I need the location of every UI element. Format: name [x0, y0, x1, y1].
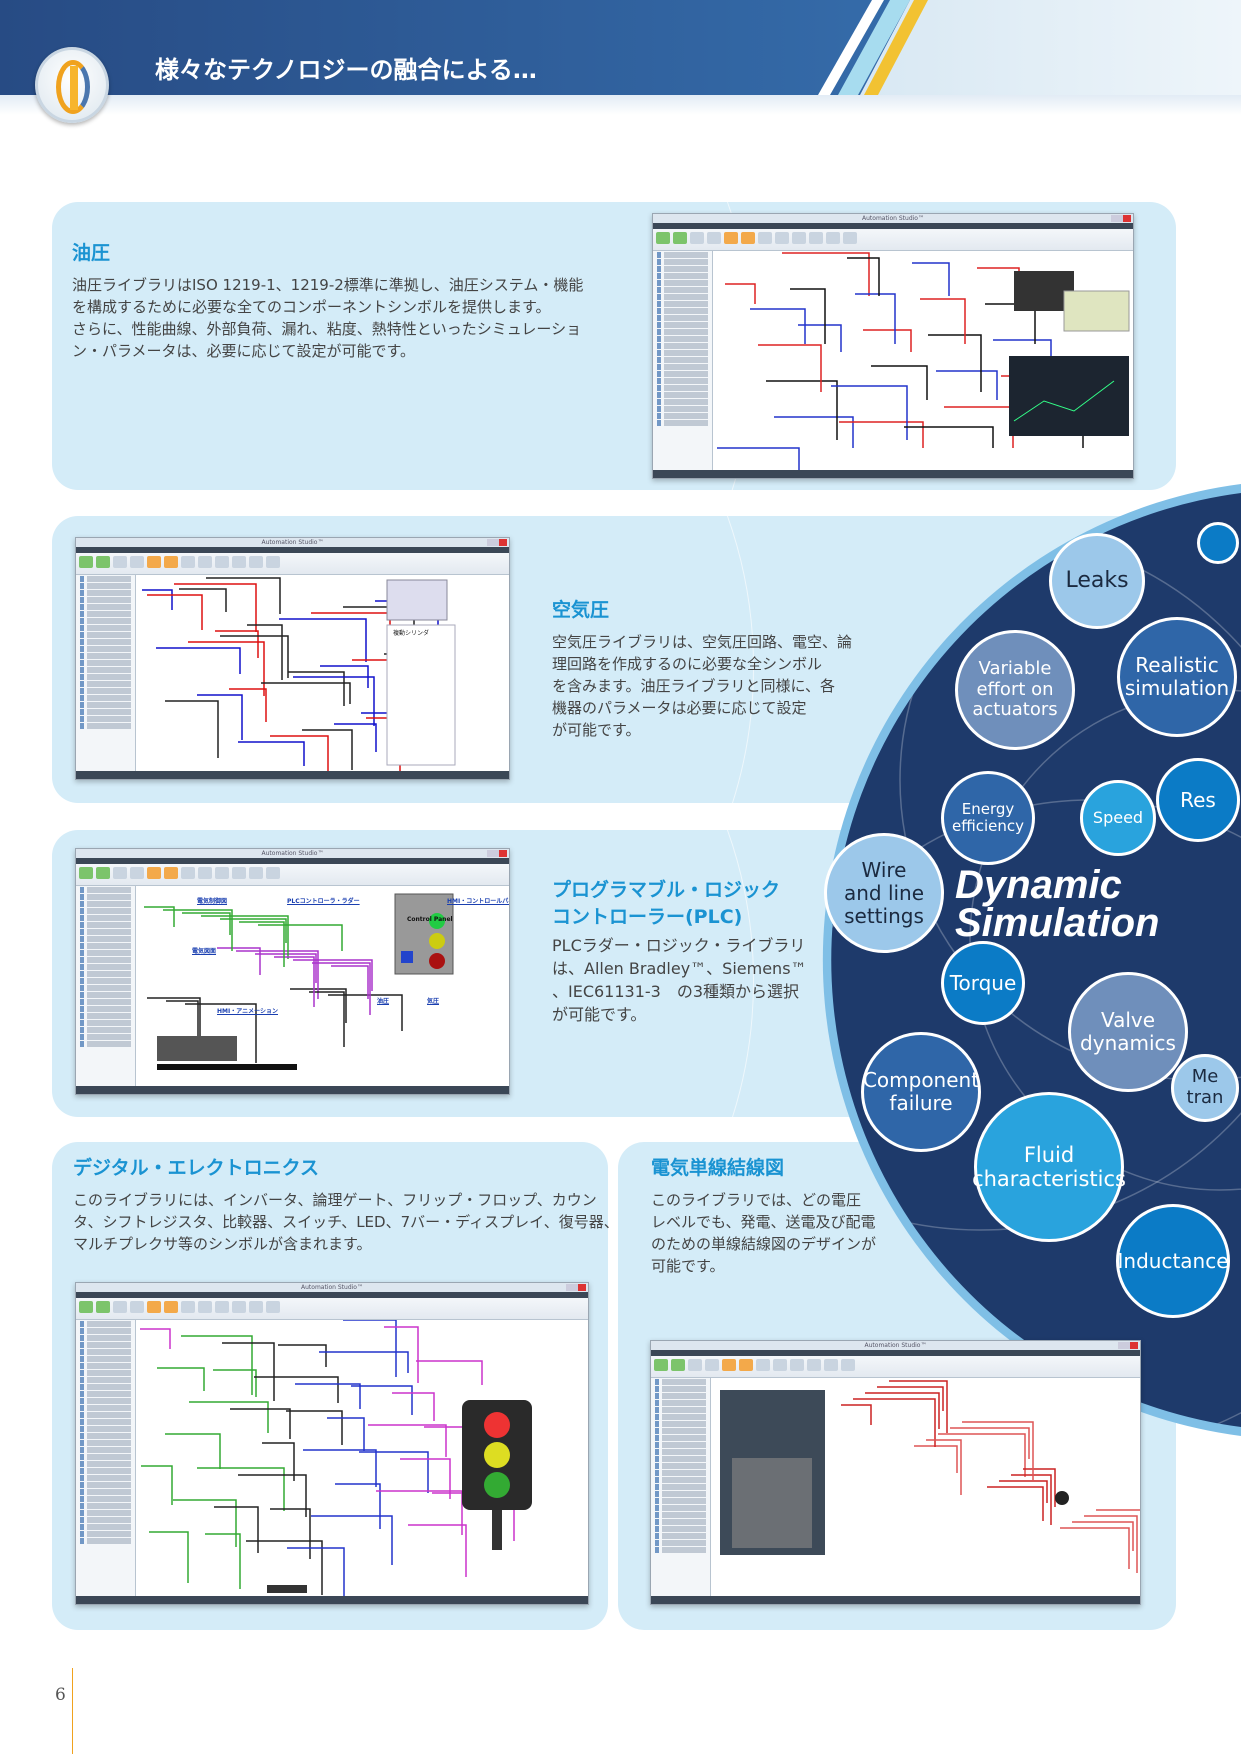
section-heading: 空気圧: [552, 599, 610, 621]
bubble-partial: [1197, 522, 1239, 564]
diagram-label: 油圧: [377, 998, 390, 1005]
single-line-screenshot: Automation Studio™: [650, 1340, 1141, 1605]
dynamic-simulation-title: Dynamic Simulation: [955, 863, 1160, 945]
page-divider: [72, 1668, 73, 1754]
section-body: 空気圧ライブラリは、空気圧回路、電空、論理回路を作成するのに必要な全シンボルを含…: [552, 633, 853, 739]
section-heading: 電気単線結線図: [651, 1157, 785, 1179]
status-bar: [651, 1596, 1140, 1604]
status-bar: [76, 1596, 588, 1604]
page-header: [0, 0, 1241, 95]
section-heading: プログラマブル・ロジックコントローラー(PLC): [552, 879, 781, 928]
status-bar: [76, 1086, 509, 1094]
bubble-fluid-characteristics: Fluid characteristics: [972, 1092, 1126, 1242]
plc-screenshot: Automation Studio™ 電気制御図 PLCコントローラ・ラダー HMI・…: [75, 848, 510, 1095]
diagram-label: 電気図面: [192, 948, 217, 955]
section-body: このライブラリでは、どの電圧レベルでも、発電、送電及び配電のための単線結線図のデ…: [651, 1191, 877, 1275]
menu-bar: [651, 1350, 1140, 1356]
diagram-label: PLCコントローラ・ラダー: [287, 898, 360, 905]
page-title: 様々なテクノロジーの融合による…: [155, 56, 537, 84]
window-titlebar: Automation Studio™: [76, 1283, 588, 1292]
schematic-canvas: [140, 1320, 532, 1596]
ribbon-toolbar: [76, 1298, 588, 1320]
menu-bar: [76, 858, 509, 864]
bubble-inductance: Inductance: [1116, 1204, 1230, 1318]
library-panel: [653, 251, 713, 470]
bubble-valve-dynamics: Valve dynamics: [1068, 972, 1188, 1092]
bubble-torque: Torque: [941, 941, 1025, 1025]
window-titlebar: Automation Studio™: [651, 1341, 1140, 1350]
hydraulic-screenshot: Automation Studio™: [652, 213, 1134, 479]
schematic-canvas: 複動シリンダ: [142, 577, 456, 771]
section-heading: 油圧: [72, 242, 111, 264]
bubble-me-tran: Me tran: [1171, 1054, 1239, 1122]
schematic-canvas: [720, 1380, 1140, 1573]
menu-bar: [76, 547, 509, 553]
bubble-leaks: Leaks: [1049, 533, 1145, 629]
bubble-component-failure: Component failure: [861, 1032, 981, 1152]
panel-heading: 複動シリンダ: [393, 629, 429, 637]
bubble-variable-effort-on-actuators: Variable effort on actuators: [955, 630, 1075, 750]
section-heading: デジタル・エレクトロニクス: [73, 1157, 320, 1179]
window-titlebar: Automation Studio™: [76, 538, 509, 547]
diagram-label: HMI・アニメーション: [217, 1008, 278, 1015]
ribbon-toolbar: [653, 229, 1133, 251]
window-titlebar: Automation Studio™: [653, 214, 1133, 223]
pneumatic-screenshot: Automation Studio™ 複動シリンダ: [75, 537, 510, 780]
diagram-label: Control Panel: [407, 916, 453, 923]
ribbon-toolbar: [651, 1356, 1140, 1378]
ribbon-toolbar: [76, 864, 509, 886]
section-body: 油圧ライブラリはISO 1219-1、1219-2標準に準拠し、油圧システム・機…: [72, 276, 584, 360]
bubble-realistic-simulation: Realistic simulation: [1117, 617, 1237, 737]
logo-icon: [35, 47, 109, 123]
diagram-label: HMI・コントロールパネル: [447, 898, 509, 905]
schematic-canvas: [144, 893, 454, 1070]
window-titlebar: Automation Studio™: [76, 849, 509, 858]
ribbon-toolbar: [76, 553, 509, 575]
library-panel: [76, 575, 136, 771]
digital-screenshot: Automation Studio™: [75, 1282, 589, 1605]
section-body: このライブラリには、インバータ、論理ゲート、フリップ・フロップ、カウンタ、シフト…: [73, 1191, 619, 1253]
library-panel: [76, 886, 136, 1086]
library-panel: [651, 1378, 711, 1596]
bubble-energy-efficiency: Energy efficiency: [941, 771, 1035, 865]
section-body: PLCラダー・ロジック・ライブラリは、Allen Bradley™、Siemen…: [552, 936, 807, 1024]
schematic-canvas: [717, 252, 1130, 470]
library-panel: [76, 1320, 136, 1596]
menu-bar: [76, 1292, 588, 1298]
bubble-wire-and-line-settings: Wire and line settings: [824, 833, 944, 953]
bubble-res: Res: [1156, 758, 1240, 842]
bubble-speed: Speed: [1080, 780, 1156, 856]
diagram-label: 電気制御図: [197, 898, 228, 905]
status-bar: [76, 771, 509, 779]
diagram-label: 気圧: [427, 998, 440, 1005]
status-bar: [653, 470, 1133, 478]
page-number: 6: [55, 1685, 66, 1705]
menu-bar: [653, 223, 1133, 229]
